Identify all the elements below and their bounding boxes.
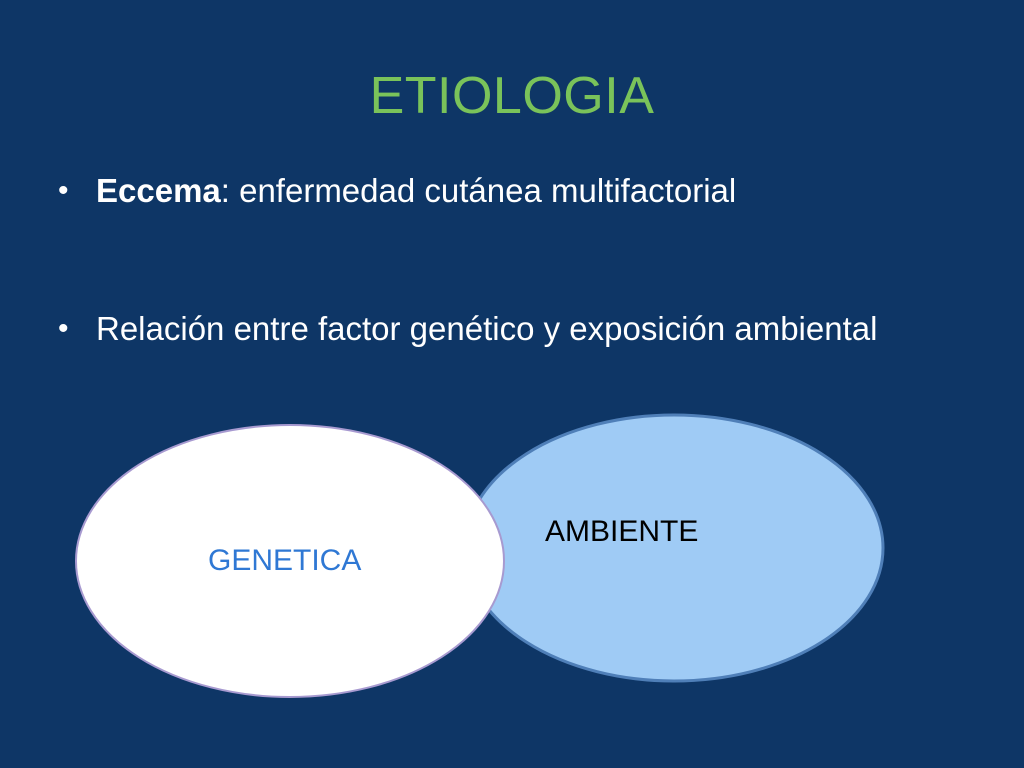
genetica-label: GENETICA: [208, 544, 362, 577]
bullet-icon: •: [58, 174, 69, 207]
ambiente-label: AMBIENTE: [545, 515, 699, 548]
slide-title: ETIOLOGIA: [369, 67, 655, 125]
bullet-list: • Eccema: enfermedad cutánea multifactor…: [58, 168, 958, 352]
bullet-item-relacion: • Relación entre factor genético y expos…: [58, 306, 958, 352]
bullet-text: Relación entre factor genético y exposic…: [96, 310, 878, 347]
bullet-item-eccema: • Eccema: enfermedad cutánea multifactor…: [58, 168, 958, 214]
bullet-bold-text: Eccema: [96, 172, 221, 209]
bullet-text: : enfermedad cutánea multifactorial: [220, 172, 737, 209]
genetica-ellipse: [75, 424, 505, 698]
bullet-icon: •: [58, 312, 69, 345]
